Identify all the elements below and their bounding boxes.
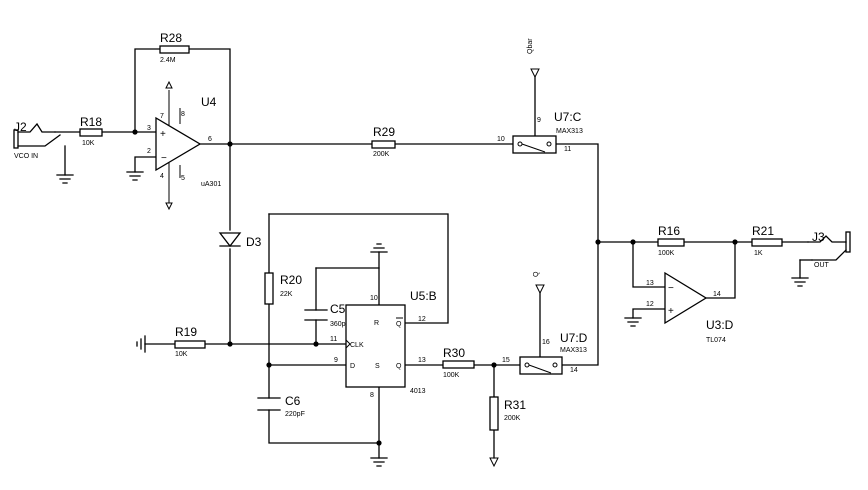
u5b-pin-clk-label: CLK — [350, 342, 364, 349]
u7c-part: MAX313 — [556, 128, 583, 135]
u3d-opamp: − + U3:D TL074 13 12 14 — [646, 271, 734, 344]
j2-ref: J2 — [14, 120, 27, 134]
c5-capacitor: C5 360pF — [304, 302, 350, 328]
u3d-pin-12: 12 — [646, 301, 654, 308]
u7c-pin-9: 9 — [537, 117, 541, 124]
u7d-control-label: Q — [533, 271, 540, 277]
u5b-pin-r-label: R — [374, 320, 379, 327]
u7d-pin-14: 14 — [570, 367, 578, 374]
d3-diode: D3 — [218, 232, 262, 249]
j2-jack: J2 VCO IN — [13, 120, 74, 184]
u7c-pin-10: 10 — [497, 136, 505, 143]
r28-resistor: R28 2.4M — [159, 31, 190, 64]
u3d-minus-sign: − — [668, 283, 674, 294]
c6-value: 220pF — [285, 411, 305, 418]
r29-value: 200K — [373, 151, 390, 158]
u4-pin-2: 2 — [147, 148, 151, 155]
r21-value: 1K — [754, 250, 763, 257]
r20-ref: R20 — [280, 273, 302, 287]
u7c-switch: Qbar U7:C MAX313 9 10 11 — [497, 38, 583, 154]
j3-label: OUT — [814, 262, 830, 269]
ground-symbols — [126, 171, 809, 467]
u4-ref: U4 — [201, 95, 217, 109]
c6-capacitor: C6 220pF — [257, 394, 305, 418]
u4-plus-sign: + — [160, 129, 166, 140]
u5b-pin-s-label: S — [375, 363, 380, 370]
j2-label: VCO IN — [14, 153, 38, 160]
u5b-pin-11: 11 — [330, 336, 337, 343]
u7c-control-label: Qbar — [527, 38, 534, 54]
r18-ref: R18 — [80, 115, 102, 129]
u3d-pin-14: 14 — [713, 291, 721, 298]
u5b-pin-13: 13 — [418, 357, 426, 364]
u5b-ref: U5:B — [410, 289, 437, 303]
r19-value: 10K — [175, 351, 188, 358]
u4-pin-4: 4 — [160, 173, 164, 180]
r31-value: 200K — [504, 415, 521, 422]
u7d-ref: U7:D — [560, 331, 588, 345]
u4-opamp: + − U4 uA301 3 2 6 7 8 4 5 — [147, 80, 221, 211]
u5b-pin-12: 12 — [418, 316, 426, 323]
u3d-plus-sign: + — [668, 306, 674, 317]
u7c-ref: U7:C — [554, 110, 582, 124]
r16-value: 100K — [658, 250, 675, 257]
r29-resistor: R29 200K — [371, 125, 396, 158]
j3-jack: J3 OUT — [807, 230, 851, 269]
c5-value: 360pF — [330, 321, 350, 328]
r19-resistor: R19 10K — [174, 325, 206, 358]
u7d-pin-16: 16 — [542, 339, 550, 346]
r18-value: 10K — [82, 140, 95, 147]
u4-minus-sign: − — [161, 153, 167, 164]
u4-part: uA301 — [201, 181, 221, 188]
u5b-pin-qbar-label: Q — [396, 321, 402, 328]
j3-ref: J3 — [812, 230, 825, 244]
u4-pin-6: 6 — [208, 136, 212, 143]
r31-arrow — [489, 457, 499, 468]
u4-pin-3: 3 — [147, 125, 151, 132]
r20-value: 22K — [280, 291, 293, 298]
r16-ref: R16 — [658, 224, 680, 238]
junctions — [132, 129, 738, 446]
c6-ref: C6 — [285, 394, 301, 408]
r16-resistor: R16 100K — [657, 224, 685, 257]
u5b-pin-10: 10 — [370, 295, 378, 302]
u3d-pin-13: 13 — [646, 280, 654, 287]
r30-ref: R30 — [443, 346, 465, 360]
r21-resistor: R21 1K — [751, 224, 783, 257]
u3d-part: TL074 — [706, 337, 726, 344]
r20-resistor: R20 22K — [264, 272, 302, 305]
d3-ref: D3 — [246, 235, 262, 249]
u4-pin-8: 8 — [181, 111, 185, 118]
r28-ref: R28 — [160, 31, 182, 45]
u7d-switch: Q U7:D MAX313 16 15 14 — [502, 271, 588, 375]
u3d-ref: U3:D — [706, 318, 734, 332]
u5b-pin-9: 9 — [334, 357, 338, 364]
r18-resistor: R18 10K — [79, 115, 103, 147]
u5b-pin-d-label: D — [350, 363, 355, 370]
r31-resistor: R31 200K — [489, 396, 526, 431]
r28-value: 2.4M — [160, 57, 176, 64]
u5b-pin-q-label: Q — [396, 363, 402, 370]
u7c-pin-11: 11 — [564, 146, 571, 153]
u5b-flipflop: U5:B 4013 R CLK D S Q Q 10 11 9 8 13 12 — [330, 289, 437, 399]
u4-pin-5: 5 — [181, 175, 185, 182]
u4-pin-7: 7 — [160, 113, 164, 120]
r30-value: 100K — [443, 372, 460, 379]
u7d-part: MAX313 — [560, 347, 587, 354]
r19-ref: R19 — [175, 325, 197, 339]
r30-resistor: R30 100K — [442, 346, 475, 379]
u5b-part: 4013 — [410, 388, 426, 395]
r31-ref: R31 — [504, 398, 526, 412]
u5b-pin-8: 8 — [370, 392, 374, 399]
r21-ref: R21 — [752, 224, 774, 238]
u7d-pin-15: 15 — [502, 357, 510, 364]
c5-ref: C5 — [330, 302, 346, 316]
r29-ref: R29 — [373, 125, 395, 139]
